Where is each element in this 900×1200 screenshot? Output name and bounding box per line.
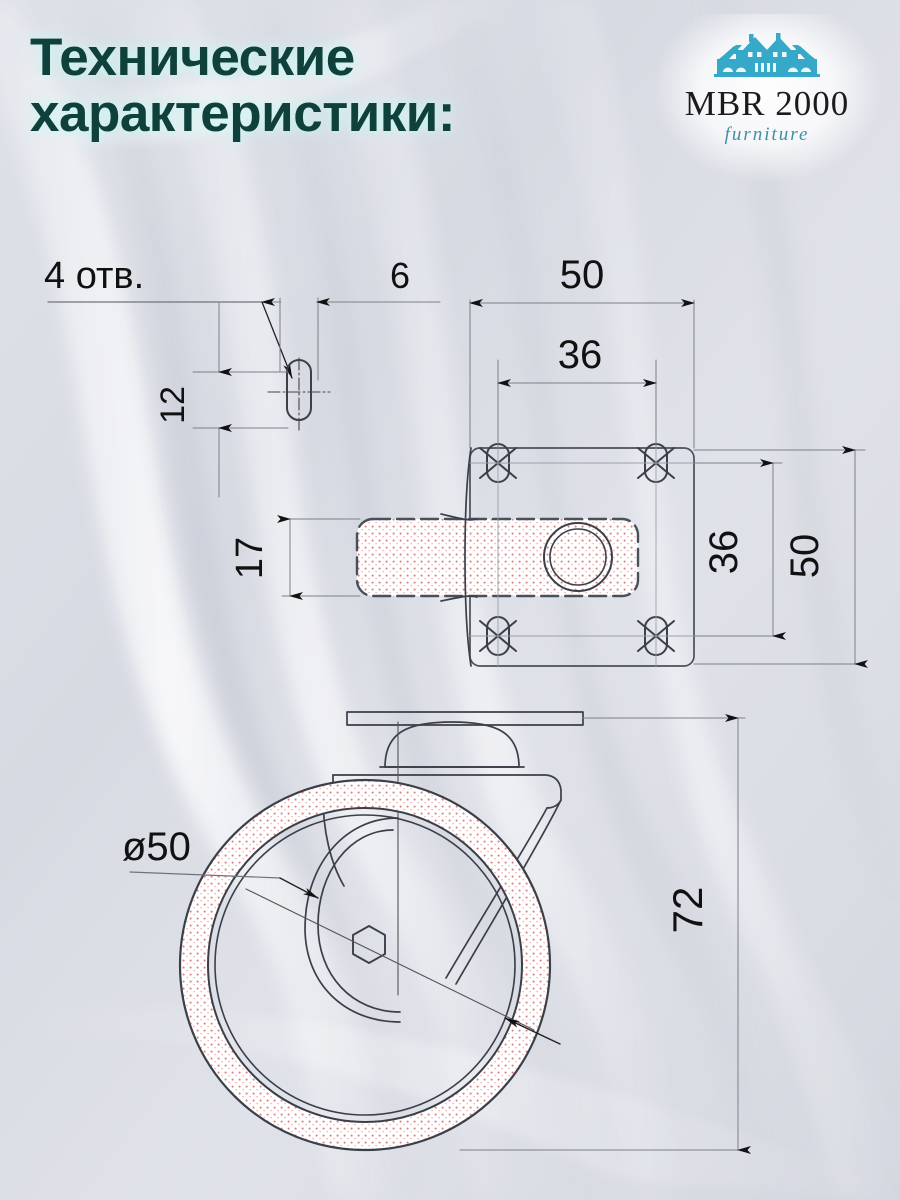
houses-icon-svg	[714, 33, 820, 77]
bracket-hatch	[355, 517, 640, 598]
dim-50-depth: 50	[783, 534, 827, 579]
page-title: Технические характеристики:	[30, 30, 550, 142]
view-slot-detail: 12 6 4 отв.	[44, 255, 441, 498]
page-title-line-1: Технические	[30, 28, 355, 87]
page-title-line-2: характеристики:	[30, 84, 456, 143]
brand-logo: MBR 2000 furniture	[654, 14, 880, 182]
dim-36-y: 36	[702, 530, 746, 575]
logo-name: MBR 2000	[684, 84, 850, 123]
dim-6: 6	[390, 255, 410, 296]
dim-50-width: 50	[560, 253, 605, 297]
houses-icon	[672, 28, 862, 80]
logo-glow	[654, 14, 880, 182]
dim-wheel-diameter: ø50	[122, 825, 191, 869]
view-top-plate: 50 36 17 36 50	[229, 253, 868, 668]
view-side-caster: ø50 72	[122, 711, 751, 1154]
dim-17: 17	[229, 537, 271, 579]
note-4-holes: 4 отв.	[44, 255, 144, 297]
dim-72: 72	[664, 887, 711, 934]
dim-12: 12	[154, 386, 192, 424]
dim-36-x: 36	[558, 333, 603, 377]
logo-tagline: furniture	[724, 124, 810, 145]
